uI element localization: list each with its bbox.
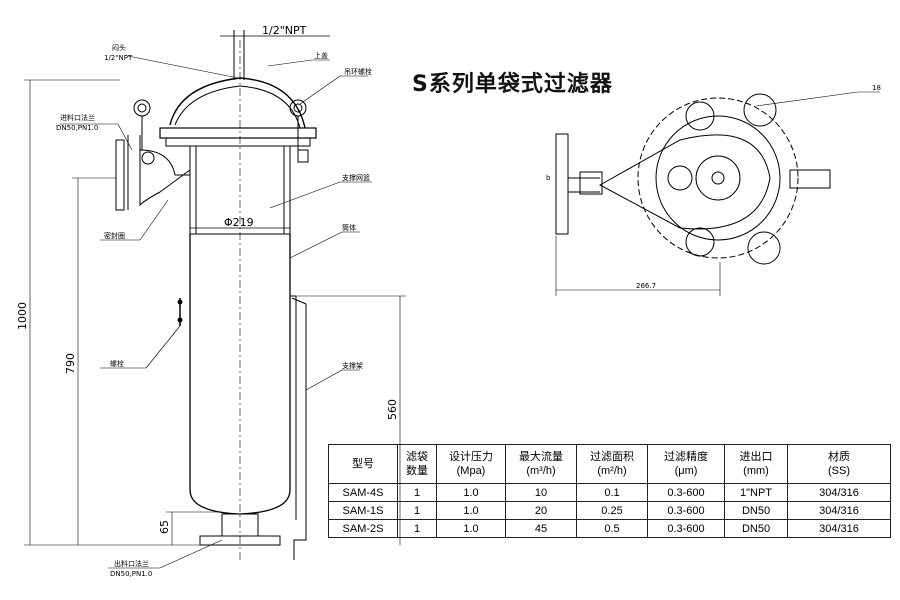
label-eye-bolt: 吊环螺栓: [344, 67, 372, 76]
header-area: 过滤面积 (m²/h): [576, 444, 648, 484]
header-port-line2: (mm): [743, 465, 769, 477]
dimension-790: 790: [64, 353, 77, 374]
header-pressure: 设计压力 (Mpa): [436, 444, 506, 484]
header-bag-count-line1: 滤袋: [406, 451, 428, 463]
cell-model: SAM-4S: [328, 483, 398, 502]
table-header-row: 型号 滤袋数量 设计压力(Mpa) 最大流量(m³/h) 过滤面积(m²/h) …: [328, 444, 891, 484]
table-row: SAM-4S 1 1.0 10 0.1 0.3-600 1"NPT 304/31…: [328, 483, 891, 502]
table-row: SAM-2S 1 1.0 45 0.5 0.3-600 DN50 304/316: [328, 519, 891, 538]
header-area-line2: (m²/h): [597, 465, 627, 477]
table-row: SAM-1S 1 1.0 20 0.25 0.3-600 DN50 304/31…: [328, 501, 891, 520]
top-view: [555, 91, 880, 296]
label-top-npt: 1/2"NPT: [262, 24, 307, 37]
label-gate-head-spec: 1/2"NPT: [104, 54, 133, 62]
label-top-18: 18: [872, 84, 881, 92]
cell-port: 1"NPT: [724, 483, 788, 502]
page-title: S系列单袋式过滤器: [412, 72, 613, 97]
cell-pressure: 1.0: [436, 483, 506, 502]
header-model: 型号: [328, 444, 398, 484]
header-pressure-line2: (Mpa): [456, 465, 486, 477]
cell-precision: 0.3-600: [647, 501, 725, 520]
header-model-line1: 型号: [352, 458, 374, 470]
side-view-labels: 闷头 1/2"NPT 1/2"NPT 上盖 吊环螺栓 进料口法兰 DN50,PN…: [16, 24, 399, 578]
cell-bag-count: 1: [397, 501, 437, 520]
header-material: 材质 (SS): [787, 444, 891, 484]
header-port-line1: 进出口: [739, 451, 773, 463]
label-outlet-flange-spec: DN50,PN1.0: [110, 570, 152, 578]
cell-flow: 20: [505, 501, 577, 520]
label-seal-ring: 密封圈: [104, 231, 125, 240]
cell-pressure: 1.0: [436, 519, 506, 538]
cell-precision: 0.3-600: [647, 519, 725, 538]
cell-model: SAM-1S: [328, 501, 398, 520]
cell-pressure: 1.0: [436, 501, 506, 520]
cell-material: 304/316: [787, 501, 891, 520]
label-outlet-flange: 出料口法兰: [114, 559, 149, 568]
label-gate-head: 闷头: [112, 43, 126, 52]
label-support-basket: 支撑网篮: [342, 173, 370, 182]
cell-flow: 45: [505, 519, 577, 538]
cell-area: 0.1: [576, 483, 648, 502]
cell-precision: 0.3-600: [647, 483, 725, 502]
label-body: 筒体: [342, 223, 356, 232]
header-area-line1: 过滤面积: [590, 451, 634, 463]
header-precision-line1: 过滤精度: [664, 451, 708, 463]
cell-bag-count: 1: [397, 519, 437, 538]
cell-material: 304/316: [787, 519, 891, 538]
header-flow: 最大流量 (m³/h): [505, 444, 577, 484]
label-top-b: b: [546, 174, 551, 182]
cell-port: DN50: [724, 501, 788, 520]
header-precision: 过滤精度 (μm): [647, 444, 725, 484]
header-precision-line2: (μm): [674, 465, 698, 477]
cell-port: DN50: [724, 519, 788, 538]
label-bolt: 螺栓: [110, 359, 124, 368]
top-view-labels: b 18 266.7: [546, 84, 881, 290]
header-material-line1: 材质: [828, 451, 850, 463]
dimension-560: 560: [386, 399, 399, 420]
header-flow-line2: (m³/h): [526, 465, 556, 477]
cell-flow: 10: [505, 483, 577, 502]
cell-area: 0.5: [576, 519, 648, 538]
label-top-266: 266.7: [636, 282, 656, 290]
label-diameter: Φ219: [224, 216, 254, 229]
cell-material: 304/316: [787, 483, 891, 502]
dimension-65: 65: [158, 520, 171, 534]
header-pressure-line1: 设计压力: [449, 451, 493, 463]
cell-bag-count: 1: [397, 483, 437, 502]
header-bag-count-line2: 数量: [406, 465, 428, 477]
label-inlet-flange-spec: DN50,PN1.0: [56, 124, 98, 132]
cell-model: SAM-2S: [328, 519, 398, 538]
side-view: [24, 30, 406, 569]
header-flow-line1: 最大流量: [519, 451, 563, 463]
header-bag-count: 滤袋数量: [397, 444, 437, 484]
label-top-cover: 上盖: [314, 51, 328, 60]
spec-table: 型号 滤袋数量 设计压力(Mpa) 最大流量(m³/h) 过滤面积(m²/h) …: [328, 444, 891, 538]
dimension-1000: 1000: [16, 302, 29, 330]
header-material-line2: (SS): [828, 465, 850, 477]
cell-area: 0.25: [576, 501, 648, 520]
header-port: 进出口 (mm): [724, 444, 788, 484]
label-support-frame: 支撑架: [342, 361, 363, 370]
label-inlet-flange: 进料口法兰: [60, 113, 95, 122]
